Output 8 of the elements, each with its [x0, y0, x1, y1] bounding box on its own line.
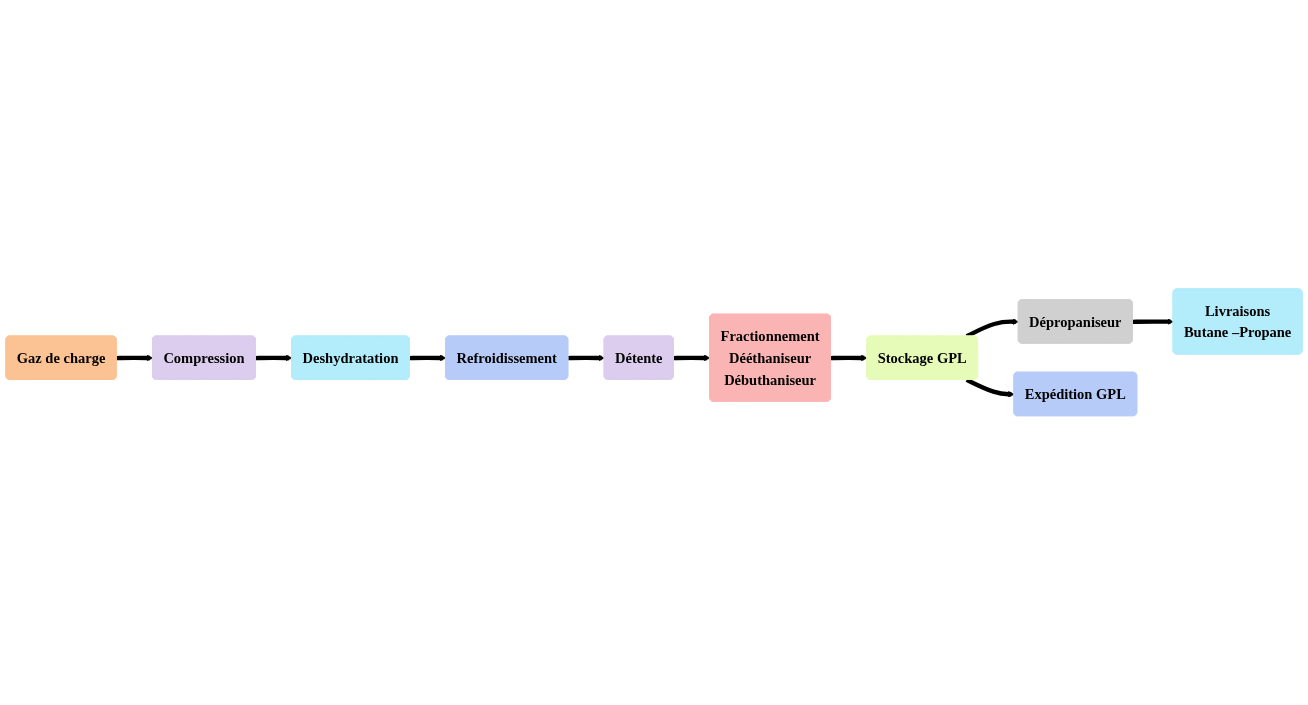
arrow [255, 355, 293, 362]
arrow [409, 355, 447, 362]
arrow [568, 355, 605, 362]
arrow [116, 355, 154, 362]
arrow [673, 355, 711, 362]
arrow [1132, 318, 1174, 326]
arrow [965, 378, 1015, 398]
arrow [830, 355, 868, 362]
